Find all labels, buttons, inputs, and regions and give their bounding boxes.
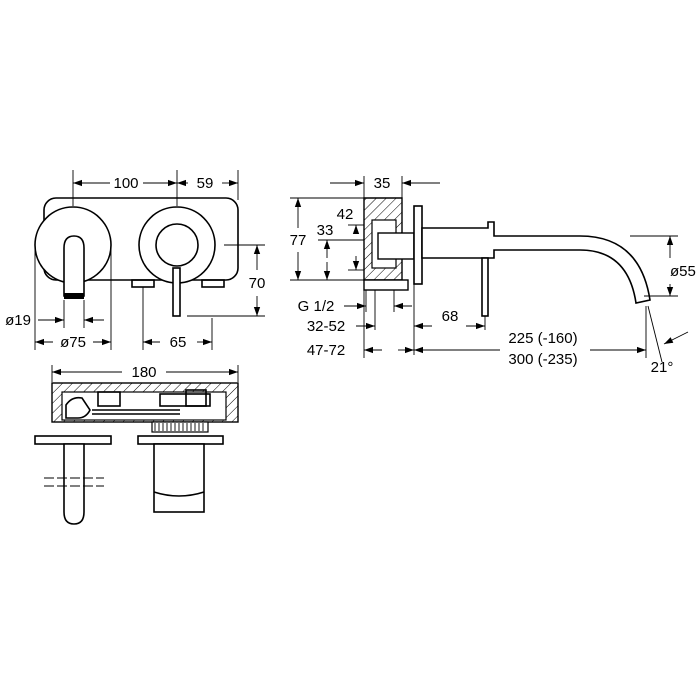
lever-handle [172, 267, 181, 317]
side-handle-stem [481, 257, 489, 317]
dim-height-33: 33 [317, 222, 334, 239]
thread-detail [151, 421, 209, 433]
dim-angle-21: 21° [651, 359, 674, 376]
dim-width-59: 59 [197, 175, 214, 192]
dim-height-77: 77 [290, 232, 307, 249]
dim-range-32-52: 32-52 [307, 318, 345, 335]
lever-rosette-inner [155, 223, 199, 267]
dim-range-47-72: 47-72 [307, 342, 345, 359]
spout-top [63, 443, 85, 525]
top-flange-right [137, 435, 224, 445]
dim-dia-19: ø19 [5, 312, 31, 329]
spout-outlet [64, 293, 84, 299]
plate-foot-left [131, 279, 155, 288]
dim-height-42: 42 [337, 206, 354, 223]
dim-length-68: 68 [442, 308, 459, 325]
plate-foot-right [201, 279, 225, 288]
dim-dia-55: ø55 [670, 263, 696, 280]
top-flange-left [34, 435, 112, 445]
dim-projection-300: 300 (-235) [508, 351, 577, 368]
side-view: 35 77 42 33 G 1/2 32-52 6 [290, 175, 696, 376]
spout-side [421, 221, 651, 304]
dim-height-70: 70 [249, 275, 266, 292]
dim-projection-225: 225 (-160) [508, 330, 577, 347]
front-view: 100 59 70 ø19 ø75 65 [5, 170, 265, 351]
dim-width-180: 180 [131, 364, 156, 381]
side-flange [413, 205, 423, 285]
dim-depth-35: 35 [374, 175, 391, 192]
top-view: 180 [34, 364, 239, 525]
dim-dia-75: ø75 [60, 334, 86, 351]
dim-spacing-65: 65 [170, 334, 187, 351]
dim-width-100: 100 [113, 175, 138, 192]
spout-front [63, 235, 85, 297]
dim-thread-g12: G 1/2 [298, 298, 335, 315]
lever-body-top [153, 443, 205, 513]
